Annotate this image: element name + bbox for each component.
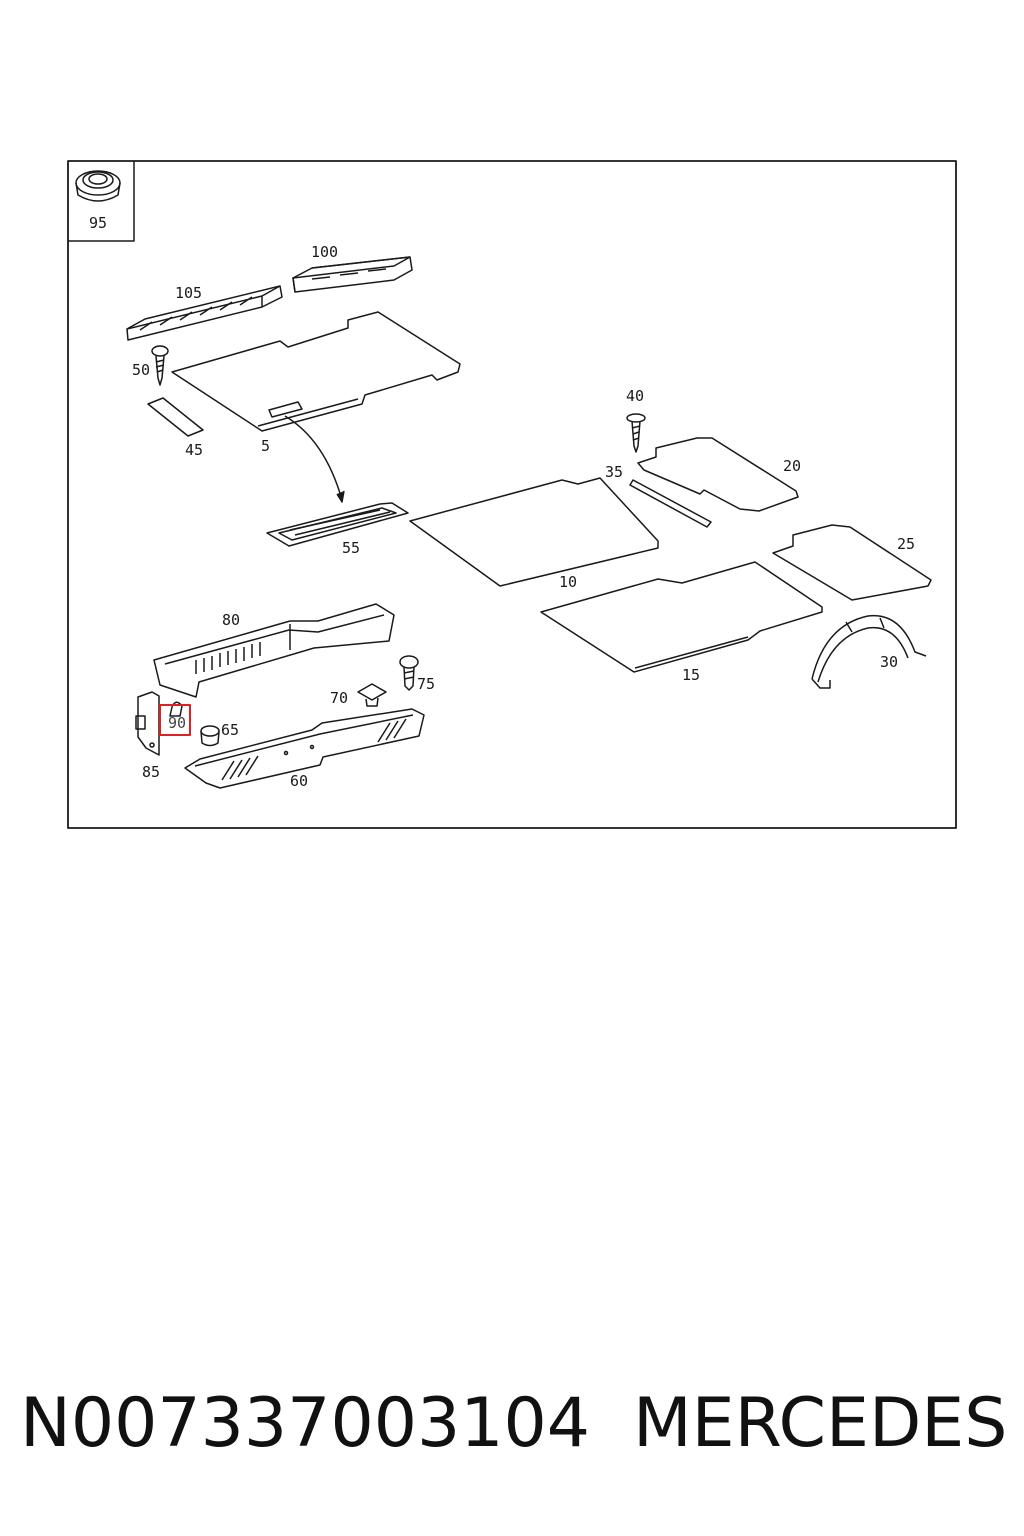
caption-bar: N007337003104 MERCEDES xyxy=(0,1374,1024,1474)
part-30-wheel-arch xyxy=(811,614,927,689)
part-10-panel xyxy=(409,477,659,587)
callout-30: 30 xyxy=(880,653,898,671)
callout-80: 80 xyxy=(222,611,240,629)
callout-20: 20 xyxy=(783,457,801,475)
part-80-trim xyxy=(153,603,395,698)
part-50-screw xyxy=(151,345,169,386)
callout-65: 65 xyxy=(221,721,239,739)
callout-15: 15 xyxy=(682,666,700,684)
part-75-bolt xyxy=(399,655,419,691)
callout-75: 75 xyxy=(417,675,435,693)
callout-85: 85 xyxy=(142,763,160,781)
part-55-frame xyxy=(266,502,409,547)
highlight-box-90 xyxy=(159,704,191,736)
part-65-plug xyxy=(200,725,220,747)
parts-diagram: 95 100 105 50 45 5 40 35 20 55 25 10 80 … xyxy=(67,160,957,829)
callout-10: 10 xyxy=(559,573,577,591)
part-70-clip xyxy=(357,683,387,707)
part-85-bracket xyxy=(135,691,160,756)
callout-95: 95 xyxy=(89,214,107,232)
part-15-panel xyxy=(540,561,823,673)
part-35-rail xyxy=(629,479,712,528)
diagram-frame xyxy=(67,160,957,829)
callout-25: 25 xyxy=(897,535,915,553)
part-25-panel xyxy=(772,524,932,601)
callout-90: 90 xyxy=(168,714,186,732)
callout-45: 45 xyxy=(185,441,203,459)
part-20-panel xyxy=(637,437,799,512)
part-45-strip xyxy=(147,397,204,437)
callout-40: 40 xyxy=(626,387,644,405)
part-100-strip xyxy=(292,256,413,293)
callout-50: 50 xyxy=(132,361,150,379)
inset-box-95 xyxy=(68,161,135,242)
arrow-5-to-55 xyxy=(284,415,343,501)
brand-name: MERCEDES xyxy=(633,1384,1008,1463)
callout-70: 70 xyxy=(330,689,348,707)
part-95-grommet xyxy=(75,170,121,202)
callout-5: 5 xyxy=(261,437,270,455)
part-60-sill xyxy=(184,708,425,789)
callout-100: 100 xyxy=(311,243,338,261)
callout-35: 35 xyxy=(605,463,623,481)
part-5-floor-panel xyxy=(171,311,461,432)
callout-55: 55 xyxy=(342,539,360,557)
callout-105: 105 xyxy=(175,284,202,302)
callout-60: 60 xyxy=(290,772,308,790)
part-40-screw xyxy=(626,413,646,453)
part-105-strip xyxy=(126,285,283,341)
part-number: N007337003104 xyxy=(20,1384,591,1463)
